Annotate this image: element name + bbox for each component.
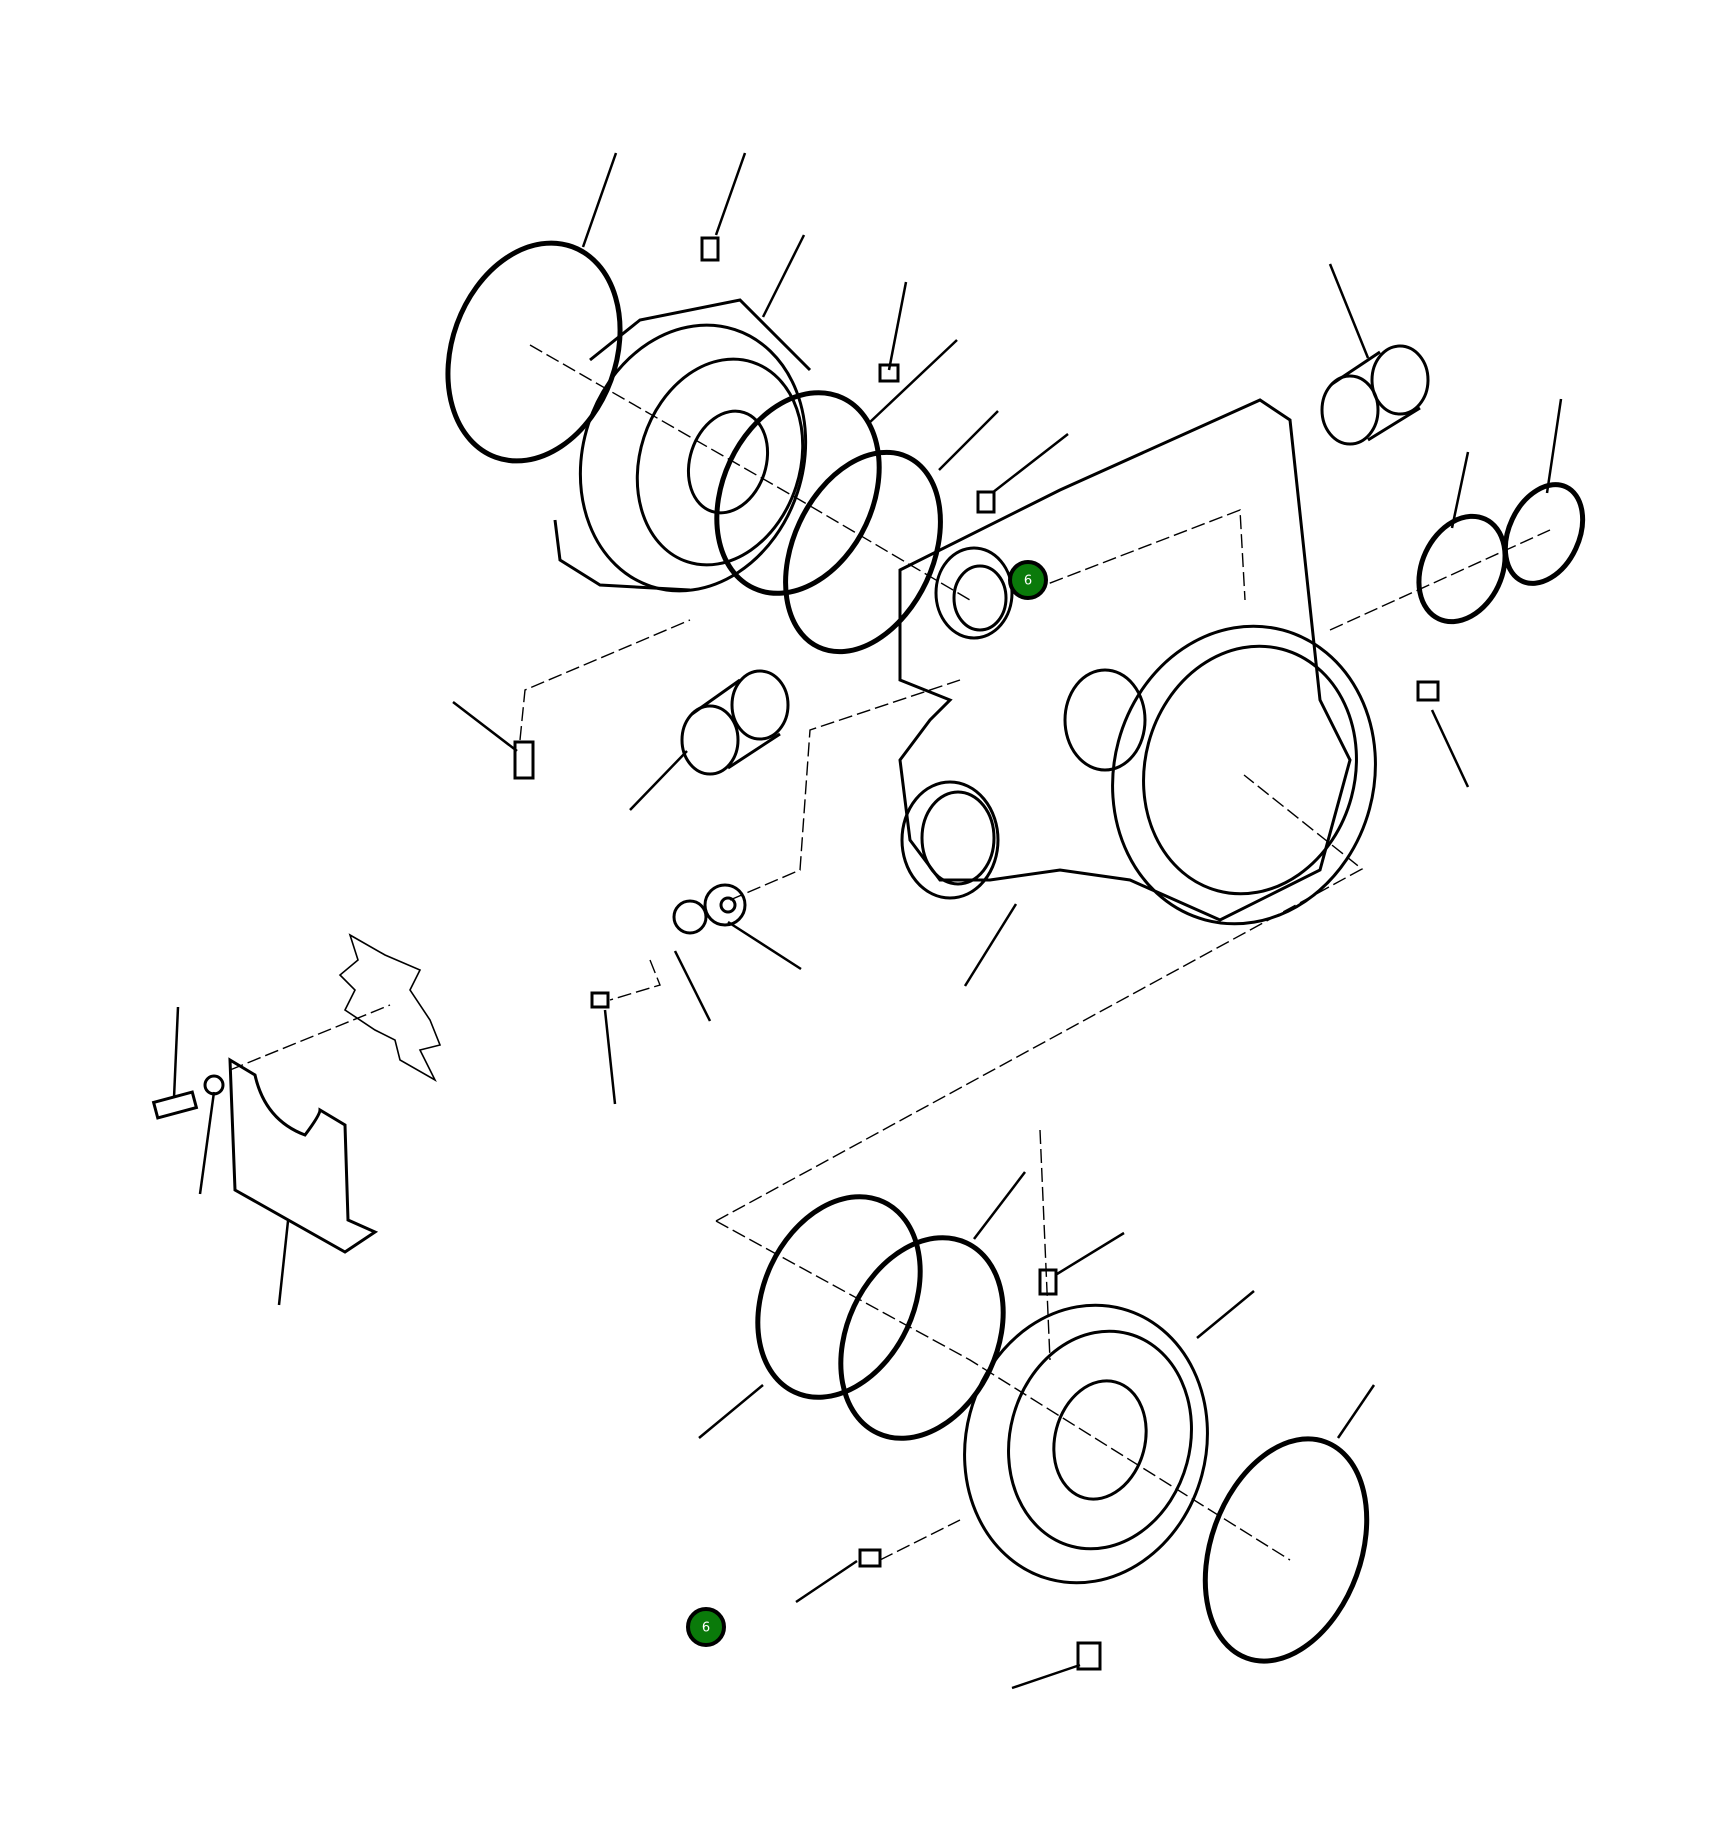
snap-ring-upper-1: [714, 390, 882, 596]
bottom-housing: [963, 1303, 1209, 1585]
callout-badge-6-lower[interactable]: 6: [686, 1607, 726, 1647]
bushing-left: [680, 669, 790, 776]
top-housing: [553, 298, 812, 593]
callout-badge-6-upper[interactable]: 6: [1008, 560, 1048, 600]
snap-ring-upper-2: [783, 449, 943, 655]
gasket: [338, 933, 442, 1083]
seal-ring-right: [1416, 513, 1508, 625]
seal: [934, 546, 1014, 640]
bushing-top-right: [1320, 344, 1430, 446]
circlip-right: [1502, 482, 1586, 586]
callout-label: 6: [1024, 574, 1032, 589]
snap-ring-lower-1: [755, 1194, 923, 1400]
fittings: [151, 236, 1440, 1671]
leader-lines: [172, 152, 1563, 1690]
o-ring-top-left: [445, 240, 623, 464]
main-housing: [898, 398, 1377, 926]
snap-ring-lower-2: [838, 1235, 1006, 1441]
callout-label: 6: [702, 1621, 710, 1636]
bracket: [228, 1057, 379, 1254]
o-ring-bottom-right: [1202, 1436, 1370, 1664]
assembly-centerlines: [229, 344, 1551, 1561]
